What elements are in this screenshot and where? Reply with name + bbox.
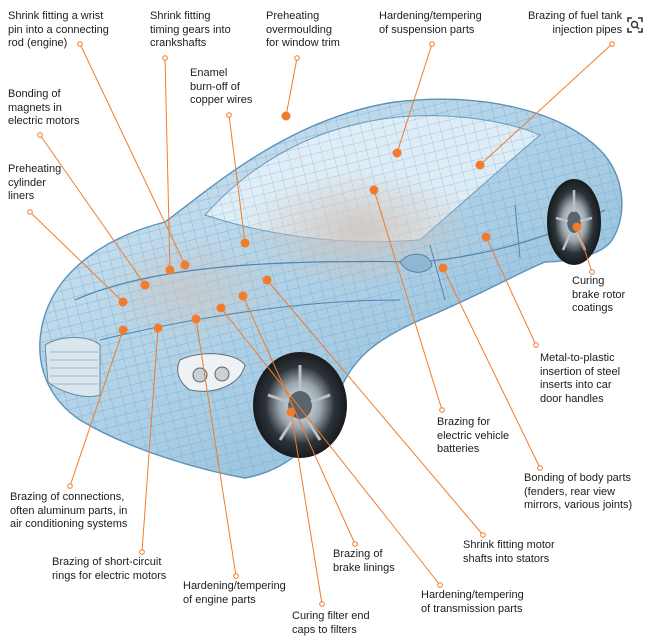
image-search-icon[interactable] [624,14,646,36]
leader-line-enamel-burn-off [228,114,246,244]
leader-line-curing-filter [290,411,323,605]
leader-line-brazing-fuel-tank [479,43,613,166]
leader-end-curing-filter [319,601,325,607]
leader-end-bonding-magnets [37,132,43,138]
leader-line-brazing-ev-batteries [373,189,443,411]
hotspot-enamel-burn-off [240,238,250,248]
leader-end-hardening-engine [233,573,239,579]
callout-label-brazing-short-circuit: Brazing of short-circuit rings for elect… [52,556,167,582]
callout-label-enamel-burn-off: Enamel burn-off of copper wires [190,67,253,106]
leader-line-metal-to-plastic [485,236,537,346]
leader-end-shrink-fitting-motor [480,532,486,538]
leader-end-bonding-body-parts [537,465,543,471]
callout-label-brazing-fuel-tank: Brazing of fuel tank injection pipes [528,10,623,36]
leader-line-shrink-fitting-motor [266,279,484,536]
hotspot-hardening-suspension [392,148,402,158]
hotspot-preheating-cylinder-liners [118,297,128,307]
leader-end-brazing-ev-batteries [439,407,445,413]
callout-label-hardening-engine: Hardening/tempering of engine parts [183,580,286,606]
leader-line-curing-brake-rotor [576,226,593,273]
leader-end-brazing-fuel-tank [609,41,615,47]
leader-line-hardening-suspension [396,43,433,154]
leader-line-shrink-fitting-wrist-pin [79,43,186,266]
image-search-icon-glyph [627,17,643,33]
leader-end-hardening-suspension [429,41,435,47]
leader-end-shrink-fitting-timing-gears [162,55,168,61]
hotspot-shrink-fitting-motor [262,275,272,285]
hotspot-metal-to-plastic [481,232,491,242]
hotspot-curing-brake-rotor [572,222,582,232]
leader-end-metal-to-plastic [533,342,539,348]
callout-label-metal-to-plastic: Metal-to-plastic insertion of steel inse… [540,352,621,405]
leader-line-brazing-short-circuit [141,327,159,553]
leader-lines [29,43,613,605]
hotspot-bonding-body-parts [438,263,448,273]
callout-label-brazing-brake-linings: Brazing of brake linings [333,548,395,574]
hotspot-preheating-overmoulding [281,111,291,121]
callout-label-preheating-overmoulding: Preheating overmoulding for window trim [266,10,340,49]
hotspot-brazing-connections [118,325,128,335]
leader-end-enamel-burn-off [226,112,232,118]
leader-end-hardening-transmission [437,582,443,588]
callout-label-shrink-fitting-wrist-pin: Shrink fitting a wrist pin into a connec… [8,10,109,49]
leader-line-brazing-connections [69,329,124,487]
leader-line-preheating-cylinder-liners [29,211,124,303]
hotspot-markers [27,41,615,607]
hotspot-hardening-transmission [216,303,226,313]
leader-end-curing-brake-rotor [589,269,595,275]
hotspot-shrink-fitting-timing-gears [165,265,175,275]
leader-line-hardening-transmission [220,307,441,586]
hotspot-brazing-brake-linings [238,291,248,301]
leader-line-brazing-brake-linings [242,295,356,545]
leader-end-preheating-overmoulding [294,55,300,61]
leader-line-hardening-engine [195,318,237,577]
leader-end-brazing-short-circuit [139,549,145,555]
callout-label-brazing-connections: Brazing of connections, often aluminum p… [10,491,128,530]
hotspot-bonding-magnets [140,280,150,290]
leader-end-brazing-brake-linings [352,541,358,547]
hotspot-brazing-short-circuit [153,323,163,333]
leader-line-shrink-fitting-timing-gears [164,57,171,271]
callout-label-bonding-body-parts: Bonding of body parts (fenders, rear vie… [524,472,633,511]
callout-label-curing-filter: Curing filter end caps to filters [292,610,370,636]
callout-label-curing-brake-rotor: Curing brake rotor coatings [572,275,626,314]
front-wheel [253,352,347,458]
hotspot-brazing-fuel-tank [475,160,485,170]
hotspot-hardening-engine [191,314,201,324]
hotspot-curing-filter [286,407,296,417]
callout-label-hardening-transmission: Hardening/tempering of transmission part… [421,589,524,615]
rear-wheel [547,179,601,265]
hotspot-brazing-ev-batteries [369,185,379,195]
leader-end-preheating-cylinder-liners [27,209,33,215]
hotspot-shrink-fitting-wrist-pin [180,260,190,270]
callout-label-bonding-magnets: Bonding of magnets in electric motors [8,88,80,127]
callout-label-hardening-suspension: Hardening/tempering of suspension parts [379,10,482,36]
leader-end-brazing-connections [67,483,73,489]
callout-label-shrink-fitting-motor: Shrink fitting motor shafts into stators [463,539,555,565]
car-body [39,98,623,479]
callout-label-shrink-fitting-timing-gears: Shrink fitting timing gears into cranksh… [150,10,231,49]
leader-line-preheating-overmoulding [285,57,298,117]
leader-line-bonding-body-parts [442,267,541,469]
leader-end-shrink-fitting-wrist-pin [77,41,83,47]
callout-label-brazing-ev-batteries: Brazing for electric vehicle batteries [437,416,510,455]
callout-label-preheating-cylinder-liners: Preheating cylinder liners [8,163,62,202]
leader-line-bonding-magnets [39,134,146,286]
